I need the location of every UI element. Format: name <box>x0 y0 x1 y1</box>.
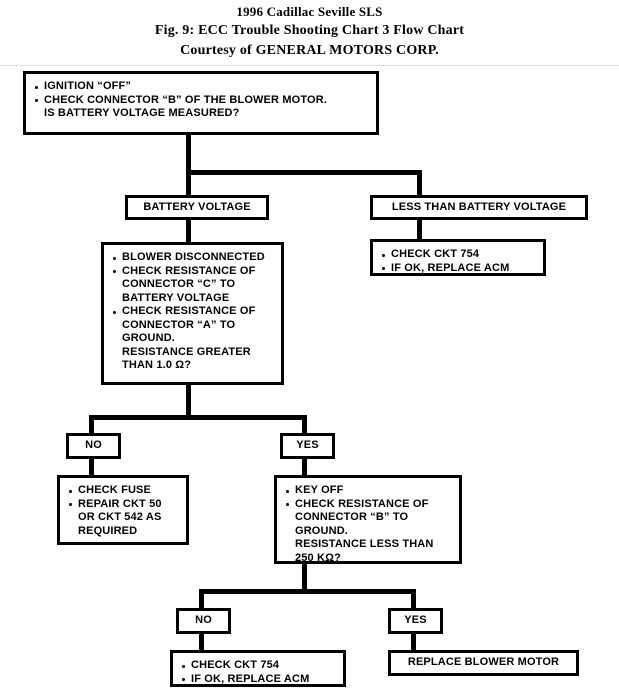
node-resistance-check-item-3-line-2: CONNECTOR “A” TO <box>122 318 236 331</box>
node-yes-bottom[interactable]: YES <box>388 608 443 634</box>
node-start-list: IGNITION “OFF” CHECK CONNECTOR “B” OF TH… <box>34 80 369 121</box>
node-resistance-check-item-2-line-2: CONNECTOR “C” TO <box>122 278 236 290</box>
node-start-item-1: IGNITION “OFF” <box>34 80 369 94</box>
node-key-off-check-item-2-line-3: GROUND. <box>295 524 348 537</box>
node-replace-blower-motor-label: REPLACE BLOWER MOTOR <box>407 656 560 669</box>
connector-bottom-split-bar <box>199 589 416 594</box>
connector-to-no-mid <box>89 415 94 434</box>
vehicle-title: 1996 Cadillac Seville SLS <box>236 4 383 19</box>
node-check-fuse-item-2: REPAIR CKT 50 OR CKT 542 AS REQUIRED <box>68 498 179 539</box>
node-no-bottom[interactable]: NO <box>176 608 231 634</box>
node-resistance-check-item-3-line-5: THAN 1.0 Ω? <box>122 359 192 371</box>
figure-caption: Fig. 9: ECC Trouble Shooting Chart 3 Flo… <box>154 23 465 38</box>
node-key-off-check-list: KEY OFF CHECK RESISTANCE OF CONNECTOR “B… <box>285 484 452 565</box>
connector-less-than-to-check-ckt <box>417 219 422 239</box>
node-resistance-check-list: BLOWER DISCONNECTED CHECK RESISTANCE OF … <box>112 251 274 373</box>
node-resistance-check-item-2-line-1: CHECK RESISTANCE OF <box>122 264 256 277</box>
connector-to-less-than-battery-voltage <box>417 170 422 195</box>
node-yes-mid-label: YES <box>296 439 319 452</box>
node-resistance-check-item-3-line-1: CHECK RESISTANCE OF <box>122 305 256 317</box>
connector-battery-voltage-to-resistance <box>186 219 191 243</box>
node-check-fuse-item-2-line-2: OR CKT 542 AS <box>78 511 162 523</box>
connector-to-yes-bottom <box>411 589 416 609</box>
connector-to-no-bottom <box>199 589 204 609</box>
node-check-ckt-754-right-item-2: IF OK, REPLACE ACM <box>381 262 536 276</box>
connector-start-split-bar <box>186 170 422 175</box>
node-check-ckt-754-right[interactable]: CHECK CKT 754 IF OK, REPLACE ACM <box>370 239 546 276</box>
node-resistance-check[interactable]: BLOWER DISCONNECTED CHECK RESISTANCE OF … <box>101 242 284 385</box>
node-check-fuse-list: CHECK FUSE REPAIR CKT 50 OR CKT 542 AS R… <box>68 484 179 538</box>
node-check-ckt-754-bottom-list: CHECK CKT 754 IF OK, REPLACE ACM <box>181 659 336 686</box>
node-resistance-check-item-3: CHECK RESISTANCE OF CONNECTOR “A” TO GRO… <box>112 305 274 373</box>
node-check-ckt-754-bottom[interactable]: CHECK CKT 754 IF OK, REPLACE ACM <box>170 650 346 687</box>
node-no-mid-label: NO <box>85 439 102 452</box>
node-battery-voltage-label: BATTERY VOLTAGE <box>143 200 251 213</box>
node-no-mid[interactable]: NO <box>66 433 121 459</box>
node-key-off-check-item-2-line-5: 250 KΩ? <box>295 551 341 564</box>
node-battery-voltage[interactable]: BATTERY VOLTAGE <box>125 195 269 220</box>
node-key-off-check-item-2-line-1: CHECK RESISTANCE OF <box>295 497 429 510</box>
node-start-item-2-line-2: IS BATTERY VOLTAGE MEASURED? <box>44 107 240 119</box>
node-key-off-check-item-1: KEY OFF <box>285 484 452 498</box>
node-replace-blower-motor[interactable]: REPLACE BLOWER MOTOR <box>388 650 579 676</box>
node-resistance-check-item-2-line-3: BATTERY VOLTAGE <box>122 291 230 304</box>
connector-yes-mid-to-key-off <box>302 458 307 476</box>
node-resistance-check-item-3-line-4: RESISTANCE GREATER <box>122 345 251 358</box>
node-key-off-check-item-2-line-2: CONNECTOR “B” TO <box>295 511 409 523</box>
node-resistance-check-item-2: CHECK RESISTANCE OF CONNECTOR “C” TO BAT… <box>112 265 274 306</box>
node-check-fuse-item-2-line-3: REQUIRED <box>78 524 138 537</box>
node-key-off-check[interactable]: KEY OFF CHECK RESISTANCE OF CONNECTOR “B… <box>274 475 462 564</box>
connector-to-battery-voltage <box>186 170 191 195</box>
connector-start-stem <box>186 135 191 175</box>
node-resistance-check-item-3-line-3: GROUND. <box>122 332 175 344</box>
node-less-than-battery-voltage[interactable]: LESS THAN BATTERY VOLTAGE <box>370 195 588 220</box>
courtesy-line: Courtesy of GENERAL MOTORS CORP. <box>180 43 439 58</box>
node-check-fuse[interactable]: CHECK FUSE REPAIR CKT 50 OR CKT 542 AS R… <box>57 475 189 545</box>
node-yes-mid[interactable]: YES <box>280 433 335 459</box>
connector-no-mid-to-check-fuse <box>89 458 94 476</box>
node-check-ckt-754-right-list: CHECK CKT 754 IF OK, REPLACE ACM <box>381 248 536 275</box>
node-start-item-2-line-1: CHECK CONNECTOR “B” OF THE BLOWER MOTOR. <box>44 93 328 106</box>
node-start[interactable]: IGNITION “OFF” CHECK CONNECTOR “B” OF TH… <box>23 71 379 135</box>
connector-to-yes-mid <box>302 415 307 434</box>
connector-no-bottom-to-check-ckt <box>199 633 204 651</box>
node-check-fuse-item-2-line-1: REPAIR CKT 50 <box>78 497 162 510</box>
node-key-off-check-item-2: CHECK RESISTANCE OF CONNECTOR “B” TO GRO… <box>285 498 452 566</box>
node-yes-bottom-label: YES <box>404 614 427 627</box>
node-resistance-check-item-1: BLOWER DISCONNECTED <box>112 251 274 265</box>
node-less-than-battery-voltage-label: LESS THAN BATTERY VOLTAGE <box>391 200 567 213</box>
node-start-item-2: CHECK CONNECTOR “B” OF THE BLOWER MOTOR.… <box>34 94 369 121</box>
node-no-bottom-label: NO <box>195 614 212 627</box>
connector-yes-bottom-to-replace-blower <box>411 633 416 651</box>
figure-title-block: 1996 Cadillac Seville SLS Fig. 9: ECC Tr… <box>0 3 619 61</box>
connector-mid-split-bar <box>89 415 307 420</box>
header-divider <box>0 65 619 66</box>
connector-key-off-stem <box>302 564 307 594</box>
node-check-ckt-754-bottom-item-2: IF OK, REPLACE ACM <box>181 673 336 687</box>
node-check-ckt-754-right-item-1: CHECK CKT 754 <box>381 248 536 262</box>
node-check-fuse-item-1: CHECK FUSE <box>68 484 179 498</box>
connector-resistance-stem <box>186 385 191 420</box>
node-key-off-check-item-2-line-4: RESISTANCE LESS THAN <box>295 538 434 550</box>
node-check-ckt-754-bottom-item-1: CHECK CKT 754 <box>181 659 336 673</box>
